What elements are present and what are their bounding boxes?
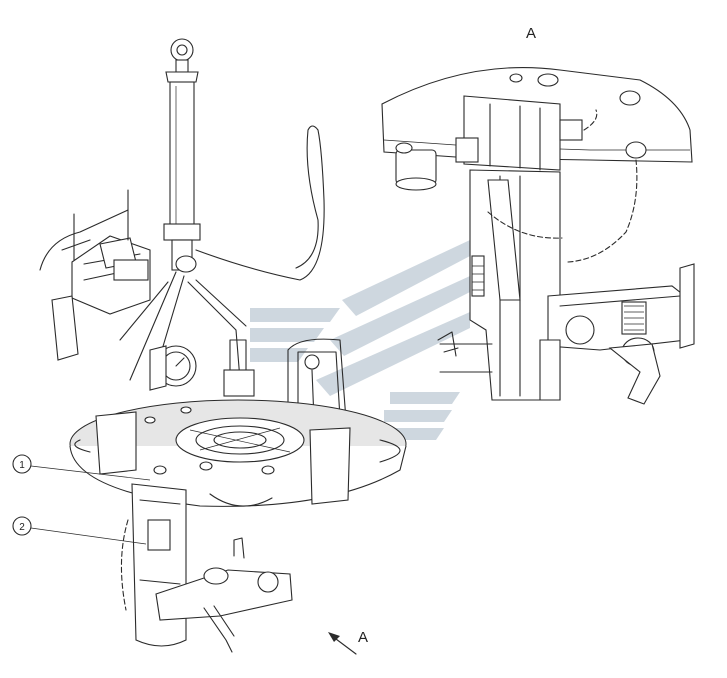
callout-1: 1 bbox=[12, 454, 151, 481]
main-assembly bbox=[39, 38, 407, 653]
detail-view-label: A bbox=[526, 25, 536, 42]
callout-1-number: 1 bbox=[19, 460, 25, 471]
detail-view-a bbox=[381, 66, 695, 405]
view-arrow-a bbox=[328, 632, 357, 655]
callout-2: 2 bbox=[12, 516, 147, 545]
callout-2-number: 2 bbox=[19, 522, 25, 533]
view-arrow-label: A bbox=[358, 629, 368, 646]
